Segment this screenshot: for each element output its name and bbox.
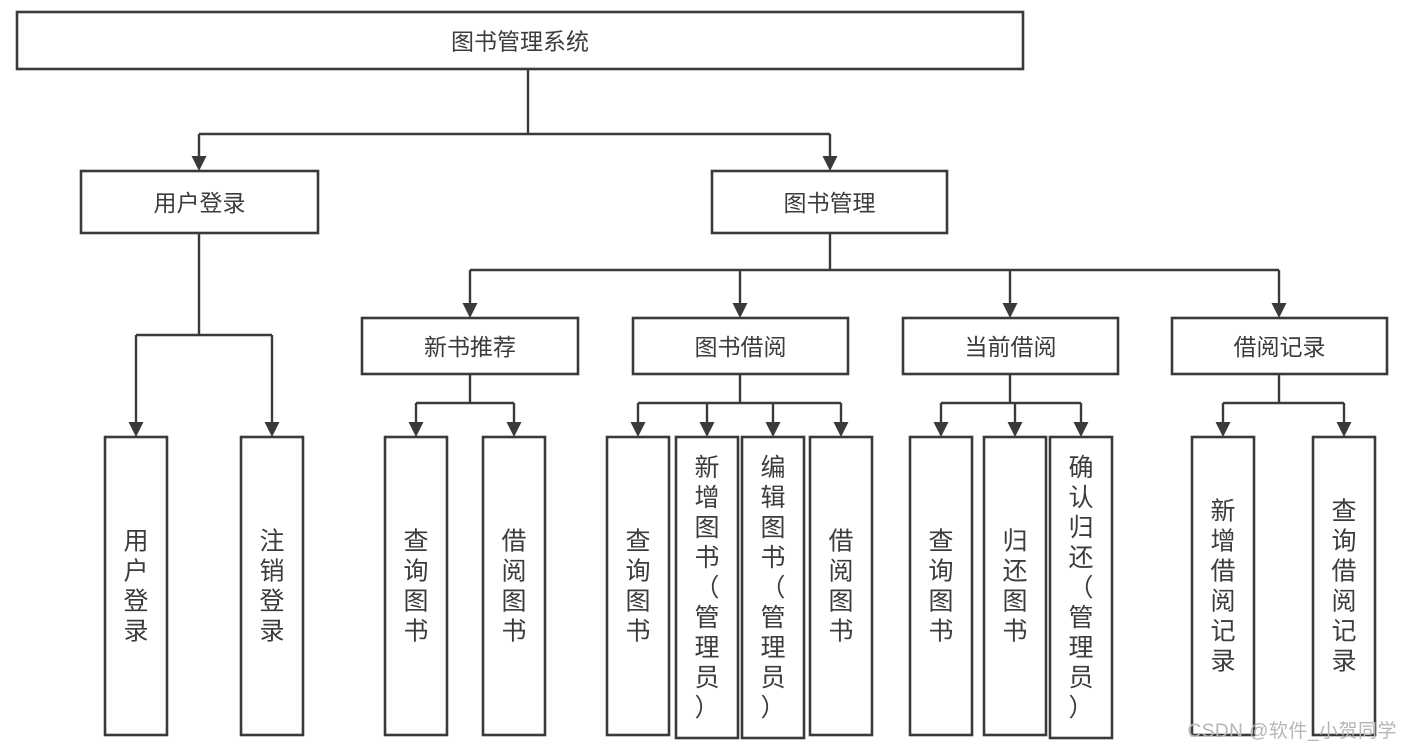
node-leaf-query-book-cur-label: 查询图书 — [928, 527, 953, 645]
node-user-login[interactable]: 用户登录 — [79, 169, 320, 235]
node-book-borrow[interactable]: 图书借阅 — [631, 316, 850, 376]
node-leaf-edit-book-label: 编辑图书（管理员） — [760, 454, 785, 722]
node-current-borrow-box[interactable] — [901, 316, 1120, 376]
node-root-label: 图书管理系统 — [451, 29, 589, 55]
node-book-manage-box[interactable] — [710, 169, 949, 235]
node-leaf-borrow-book-rec[interactable]: 借阅图书 — [481, 435, 547, 737]
node-leaf-query-record-box[interactable] — [1311, 435, 1377, 737]
node-user-login-label: 用户登录 — [154, 190, 246, 216]
node-leaf-return-book[interactable]: 归还图书 — [982, 435, 1048, 737]
node-current-borrow[interactable]: 当前借阅 — [901, 316, 1120, 376]
node-borrow-record-box[interactable] — [1170, 316, 1389, 376]
arrow-head-icon — [765, 422, 781, 437]
node-leaf-logout-label: 注销登录 — [259, 527, 284, 645]
arrow-head-icon — [506, 422, 522, 437]
arrow-head-icon — [264, 422, 280, 437]
arrow-head-icon — [1073, 422, 1089, 437]
arrow-head-icon — [128, 422, 144, 437]
node-leaf-edit-book-box[interactable] — [740, 435, 806, 740]
node-book-borrow-box[interactable] — [631, 316, 850, 376]
arrow-head-icon — [1002, 303, 1018, 318]
node-leaf-confirm-return-label: 确认归还（管理员） — [1068, 454, 1093, 722]
node-leaf-add-record[interactable]: 新增借阅记录 — [1190, 435, 1256, 737]
node-leaf-logout-box[interactable] — [239, 435, 305, 737]
node-leaf-edit-book[interactable]: 编辑图书（管理员） — [740, 435, 806, 740]
node-root-box[interactable] — [15, 10, 1025, 71]
node-book-manage-label: 图书管理 — [784, 190, 876, 216]
node-leaf-user-login-label: 用户登录 — [123, 527, 148, 645]
node-leaf-return-book-label: 归还图书 — [1002, 527, 1027, 645]
arrow-head-icon — [833, 422, 849, 437]
arrow-head-icon — [1215, 422, 1231, 437]
arrow-head-icon — [1336, 422, 1352, 437]
node-user-login-box[interactable] — [79, 169, 320, 235]
arrow-head-icon — [1271, 303, 1287, 318]
node-book-borrow-label: 图书借阅 — [695, 334, 787, 360]
node-new-book-rec-box[interactable] — [360, 316, 580, 376]
arrow-head-icon — [630, 422, 646, 437]
node-leaf-return-book-box[interactable] — [982, 435, 1048, 737]
node-leaf-query-record-label: 查询借阅记录 — [1331, 497, 1356, 675]
node-leaf-query-record[interactable]: 查询借阅记录 — [1311, 435, 1377, 737]
node-leaf-add-book-label: 新增图书（管理员） — [694, 454, 719, 722]
nodes-layer: 图书管理系统用户登录图书管理新书推荐图书借阅当前借阅借阅记录用户登录注销登录查询… — [15, 10, 1389, 740]
arrow-head-icon — [1007, 422, 1023, 437]
node-current-borrow-label: 当前借阅 — [965, 334, 1057, 360]
node-borrow-record-label: 借阅记录 — [1234, 334, 1326, 360]
node-root[interactable]: 图书管理系统 — [15, 10, 1025, 71]
node-leaf-query-book-borrow-box[interactable] — [605, 435, 671, 737]
node-leaf-add-record-box[interactable] — [1190, 435, 1256, 737]
node-leaf-query-book-rec-box[interactable] — [383, 435, 449, 737]
node-leaf-borrow-book-label: 借阅图书 — [828, 527, 853, 645]
node-leaf-borrow-book-rec-label: 借阅图书 — [501, 527, 526, 645]
node-leaf-query-book-rec[interactable]: 查询图书 — [383, 435, 449, 737]
arrow-head-icon — [699, 422, 715, 437]
arrow-head-icon — [732, 303, 748, 318]
node-leaf-add-record-label: 新增借阅记录 — [1210, 497, 1235, 675]
node-leaf-query-book-cur[interactable]: 查询图书 — [908, 435, 974, 737]
node-leaf-borrow-book[interactable]: 借阅图书 — [808, 435, 874, 737]
arrow-head-icon — [191, 156, 207, 171]
node-leaf-add-book[interactable]: 新增图书（管理员） — [674, 435, 740, 740]
arrow-head-icon — [408, 422, 424, 437]
node-leaf-borrow-book-rec-box[interactable] — [481, 435, 547, 737]
arrow-head-icon — [462, 303, 478, 318]
arrow-head-icon — [933, 422, 949, 437]
node-leaf-user-login[interactable]: 用户登录 — [103, 435, 169, 737]
node-leaf-query-book-borrow[interactable]: 查询图书 — [605, 435, 671, 737]
node-new-book-rec[interactable]: 新书推荐 — [360, 316, 580, 376]
node-leaf-borrow-book-box[interactable] — [808, 435, 874, 737]
edges-layer — [128, 69, 1352, 437]
node-new-book-rec-label: 新书推荐 — [424, 334, 516, 360]
node-leaf-logout[interactable]: 注销登录 — [239, 435, 305, 737]
node-leaf-confirm-return-box[interactable] — [1048, 435, 1114, 740]
node-leaf-query-book-rec-label: 查询图书 — [403, 527, 428, 645]
node-leaf-query-book-borrow-label: 查询图书 — [625, 527, 650, 645]
node-borrow-record[interactable]: 借阅记录 — [1170, 316, 1389, 376]
node-leaf-user-login-box[interactable] — [103, 435, 169, 737]
node-leaf-confirm-return[interactable]: 确认归还（管理员） — [1048, 435, 1114, 740]
csdn-watermark: CSDN @软件_小贺同学 — [1187, 721, 1397, 742]
node-leaf-add-book-box[interactable] — [674, 435, 740, 740]
arrow-head-icon — [822, 156, 838, 171]
node-leaf-query-book-cur-box[interactable] — [908, 435, 974, 737]
node-book-manage[interactable]: 图书管理 — [710, 169, 949, 235]
